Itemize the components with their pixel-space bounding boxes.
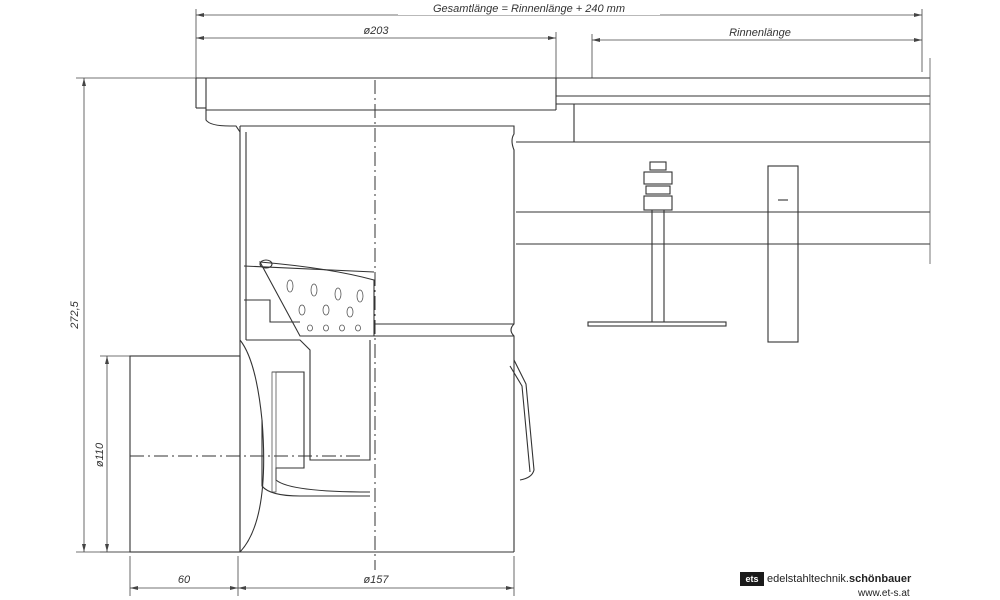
offset-bottom-label: 60 (178, 574, 191, 586)
drain-body (205, 80, 556, 570)
outlet-pipe (129, 339, 360, 553)
brand-name-light: edelstahltechnik. (767, 573, 849, 585)
brand-logo: ets edelstahltechnik.schönbauer (740, 572, 911, 586)
dimension-pipe-diameter: ø110 (94, 355, 130, 553)
total-length-label: Gesamtlänge = Rinnenlänge + 240 mm (433, 3, 625, 15)
odor-trap (246, 339, 371, 497)
retaining-clip (509, 359, 535, 481)
website-link[interactable]: www.et-s.at (858, 588, 910, 599)
diameter-top-label: ø203 (363, 25, 389, 37)
channel-length-label: Rinnenlänge (729, 27, 791, 39)
basket-holes (286, 279, 364, 332)
dimension-channel-length: Rinnenlänge (591, 27, 922, 78)
height-adjust-anchor (587, 161, 727, 327)
dimension-diameter-top: ø203 (196, 25, 557, 78)
channel-profile (195, 58, 931, 264)
support-bracket (767, 165, 799, 343)
height-label: 272,5 (69, 300, 81, 329)
pipe-diameter-label: ø110 (94, 442, 106, 467)
brand-name-bold: schönbauer (848, 573, 912, 585)
brand-name: edelstahltechnik.schönbauer (767, 573, 911, 585)
diameter-bottom-label: ø157 (363, 574, 389, 586)
dimension-height: 272,5 (69, 77, 240, 553)
dimension-bottom: 60 ø157 (129, 556, 515, 596)
sieve-basket (243, 259, 375, 337)
brand-logo-mark: ets (740, 572, 764, 586)
dimension-total-length: Gesamtlänge = Rinnenlänge + 240 mm (195, 2, 923, 78)
